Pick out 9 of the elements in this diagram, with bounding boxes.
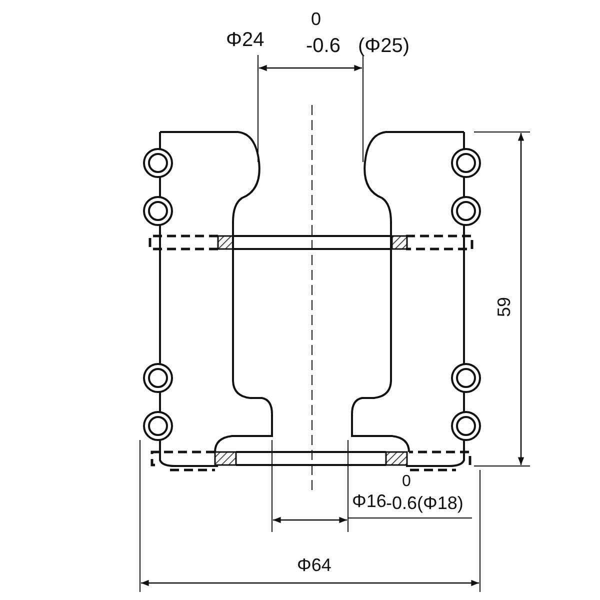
dimension-label: Φ16 (352, 492, 386, 510)
tolerance-label: -0.6 (306, 36, 340, 56)
dimension-label: 59 (495, 296, 514, 318)
dimension-label: -0.6(Φ18) (386, 494, 464, 512)
tolerance-label: 0 (311, 10, 322, 28)
dimension-label: Φ64 (297, 556, 332, 574)
dimension-label: Φ24 (226, 30, 264, 50)
dimension-label: (Φ25) (358, 36, 410, 56)
tolerance-label: 0 (402, 474, 411, 490)
